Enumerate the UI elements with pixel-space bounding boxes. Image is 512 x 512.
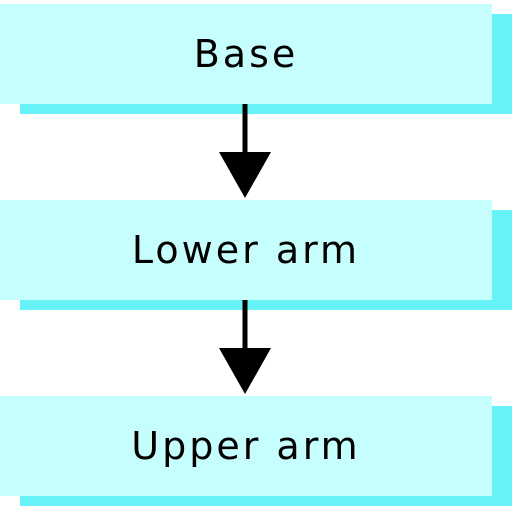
base-node-box: Base bbox=[0, 4, 492, 104]
upper-arm-node-box: Upper arm bbox=[0, 396, 492, 496]
lower-arm-node-box: Lower arm bbox=[0, 200, 492, 300]
base-node-label: Base bbox=[193, 32, 299, 76]
arrow-lower-arm-to-upper-arm bbox=[219, 300, 271, 394]
lower-arm-node-label: Lower arm bbox=[131, 228, 361, 272]
lower-arm-node: Lower arm bbox=[0, 200, 512, 310]
arrow-head bbox=[219, 152, 271, 198]
base-node: Base bbox=[0, 4, 512, 114]
arrow-base-to-lower-arm bbox=[219, 104, 271, 198]
arrow-head bbox=[219, 348, 271, 394]
upper-arm-node-label: Upper arm bbox=[131, 424, 361, 468]
upper-arm-node: Upper arm bbox=[0, 396, 512, 506]
